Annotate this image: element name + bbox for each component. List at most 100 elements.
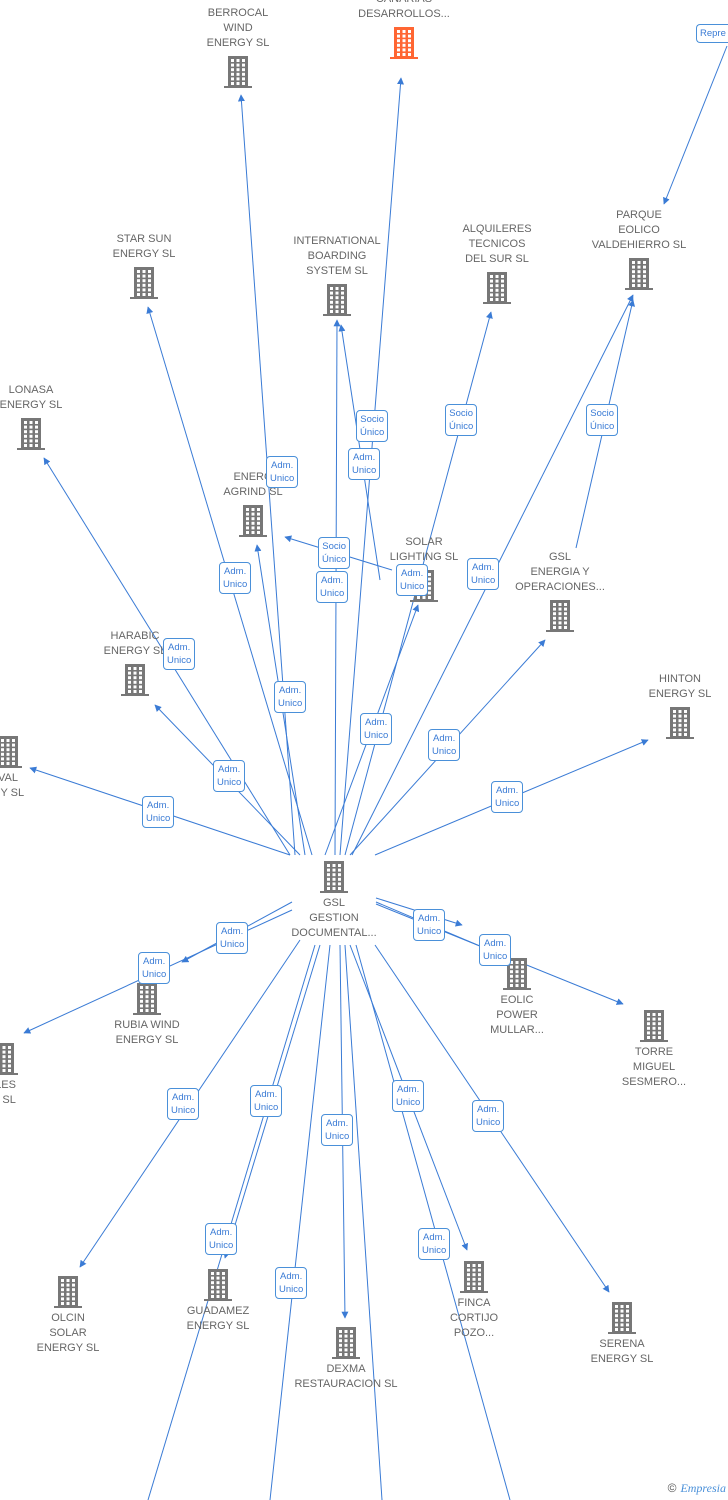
relation-badge[interactable]: Adm. Unico (163, 638, 196, 670)
relation-badge[interactable]: Adm.Unico (479, 934, 512, 966)
company-label-line: INTERNATIONAL (293, 235, 381, 247)
company-label-line: STAR SUN (116, 233, 172, 245)
relation-badge[interactable]: Adm.Unico (467, 558, 500, 590)
relation-badge[interactable]: Adm.Unico (274, 681, 307, 713)
relation-badge[interactable]: Adm.Unico (219, 562, 252, 594)
relation-badge[interactable]: Adm.Unico (321, 1114, 354, 1146)
relation-badge[interactable]: Adm.Unico (348, 448, 381, 480)
company-node-iles[interactable]: ILES Y SL (0, 1042, 64, 1108)
building-icon (666, 707, 694, 739)
relation-badge[interactable]: Adm.Unico (413, 909, 446, 941)
company-label-line: OLCIN (51, 1312, 85, 1324)
relation-badge-text: Repre (700, 28, 726, 39)
company-label-line: ILES (0, 1079, 16, 1091)
company-label-line: ENERGY SL (103, 645, 167, 657)
building-icon (204, 1269, 232, 1301)
building-icon (640, 1010, 668, 1042)
company-node-val[interactable]: VALGY SL (0, 735, 68, 801)
relation-badge-text: Socio (449, 408, 474, 419)
company-label-line: TORRE (634, 1046, 674, 1058)
relation-badge[interactable]: Adm.Unico (205, 1223, 238, 1255)
company-node-star-sun[interactable]: STAR SUN ENERGY SL (84, 232, 204, 300)
relation-badge-text: Unico (167, 655, 192, 666)
relation-badge[interactable]: Adm.Unico (392, 1080, 425, 1112)
company-label-line: GESTION (309, 912, 359, 924)
company-label-line: VALDEHIERRO SL (591, 239, 687, 251)
relation-badge-text: Adm. (168, 642, 191, 653)
building-icon (332, 1327, 360, 1359)
relation-badge[interactable]: Adm.Unico (491, 781, 524, 813)
relation-badge-text: Adm. (397, 1084, 420, 1095)
relation-badge[interactable]: Adm.Unico (472, 1100, 505, 1132)
relation-badge[interactable]: Adm.Unico (142, 796, 175, 828)
brand-logo[interactable]: Empresia (680, 1481, 726, 1495)
company-label-line: SESMERO... (621, 1076, 687, 1088)
edge-line (147, 944, 316, 1500)
company-label-line: ENERGY SL (36, 1342, 100, 1354)
relation-badge[interactable]: Adm.Unico (396, 564, 429, 596)
relation-badge-text: Adm. (477, 1104, 500, 1115)
relation-badge[interactable]: Adm.Unico (428, 729, 461, 761)
building-icon (0, 736, 22, 768)
relation-badge[interactable]: Adm.Unico (213, 760, 246, 792)
company-label-line: DEXMA (326, 1363, 366, 1375)
relation-badge-text: Unico (254, 1102, 279, 1113)
relation-badge[interactable]: Adm.Unico (360, 713, 393, 745)
company-label-line: GUADAMEZ (186, 1305, 250, 1317)
relation-badge[interactable]: Adm.Unico (266, 456, 299, 488)
relation-badge[interactable]: Adm.Unico (138, 952, 171, 984)
company-node-canarias[interactable]: CANARIASDESARROLLOS... (344, 0, 464, 60)
company-label-line: POWER (496, 1009, 538, 1021)
company-label-line: ENERG (233, 471, 273, 483)
company-label-line: DEL SUR SL (465, 253, 529, 265)
relation-badge-text: Socio (322, 541, 347, 552)
company-label-line: CANARIAS (344, 0, 464, 7)
relation-badge-text: Adm. (210, 1227, 233, 1238)
relation-badge[interactable]: Adm.Unico (250, 1085, 283, 1117)
relation-badge[interactable]: Repre (696, 24, 728, 43)
building-icon (625, 258, 653, 290)
relation-badge-text: Adm. (433, 733, 456, 744)
relation-badge-text: Adm. (401, 568, 424, 579)
company-label-line: ENERGY SL (112, 248, 176, 260)
copyright-symbol: © (667, 1481, 677, 1495)
relation-badge[interactable]: Adm.Unico (216, 922, 249, 954)
relation-badge-text: Adm. (172, 1092, 195, 1103)
relation-badge[interactable]: Adm.Unico (316, 571, 349, 603)
company-label-line: SOLAR (405, 536, 443, 548)
building-icon (608, 1302, 636, 1334)
relation-badge[interactable]: Adm.Unico (167, 1088, 200, 1120)
relation-badge[interactable]: Adm.Unico (275, 1267, 308, 1299)
company-label-line: Y SL (0, 1094, 16, 1106)
relation-badge-text: Adm. (143, 956, 166, 967)
relation-badge[interactable]: Adm.Unico (418, 1228, 451, 1260)
